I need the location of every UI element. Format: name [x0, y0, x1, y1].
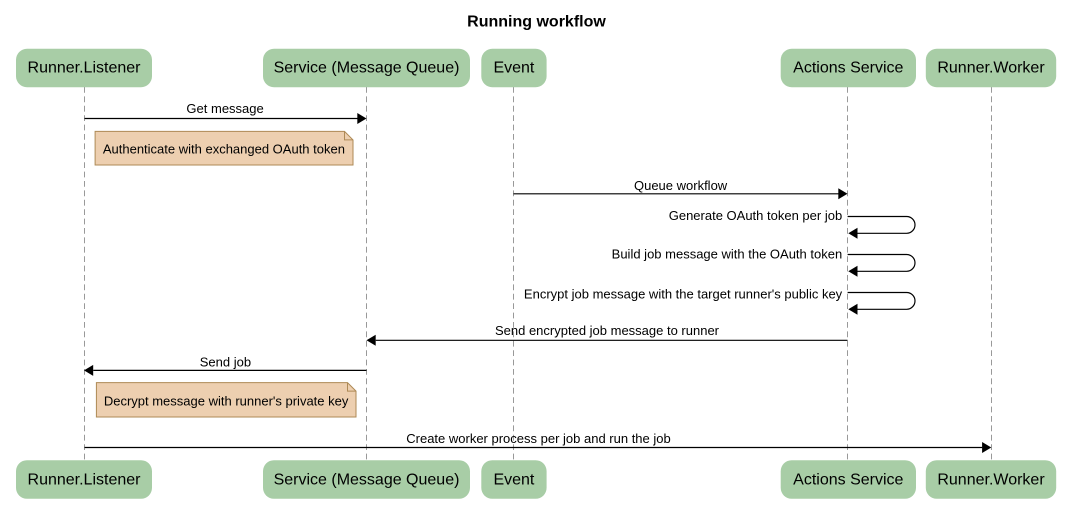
svg-text:Running workflow: Running workflow — [467, 14, 606, 31]
svg-text:Decrypt message with runner's: Decrypt message with runner's private ke… — [104, 394, 349, 409]
svg-text:Send encrypted job message to: Send encrypted job message to runner — [495, 323, 720, 338]
svg-text:Event: Event — [493, 59, 534, 76]
svg-text:Build job message with the OAu: Build job message with the OAuth token — [612, 247, 843, 262]
svg-text:Runner.Listener: Runner.Listener — [28, 59, 142, 76]
svg-text:Runner.Listener: Runner.Listener — [28, 471, 142, 488]
svg-text:Actions Service: Actions Service — [793, 59, 903, 76]
svg-text:Create worker process per job: Create worker process per job and run th… — [406, 431, 670, 446]
svg-text:Authenticate with exchanged OA: Authenticate with exchanged OAuth token — [103, 141, 345, 156]
svg-text:Get message: Get message — [186, 101, 263, 116]
svg-text:Event: Event — [493, 471, 534, 488]
svg-text:Service (Message Queue): Service (Message Queue) — [274, 471, 460, 488]
svg-text:Queue workflow: Queue workflow — [634, 178, 728, 193]
svg-text:Runner.Worker: Runner.Worker — [937, 59, 1045, 76]
svg-text:Service (Message Queue): Service (Message Queue) — [274, 59, 460, 76]
svg-text:Encrypt job message with the t: Encrypt job message with the target runn… — [524, 287, 843, 302]
svg-text:Generate OAuth token per job: Generate OAuth token per job — [669, 208, 842, 223]
svg-text:Send job: Send job — [200, 354, 251, 369]
svg-text:Runner.Worker: Runner.Worker — [937, 471, 1045, 488]
svg-text:Actions Service: Actions Service — [793, 471, 903, 488]
